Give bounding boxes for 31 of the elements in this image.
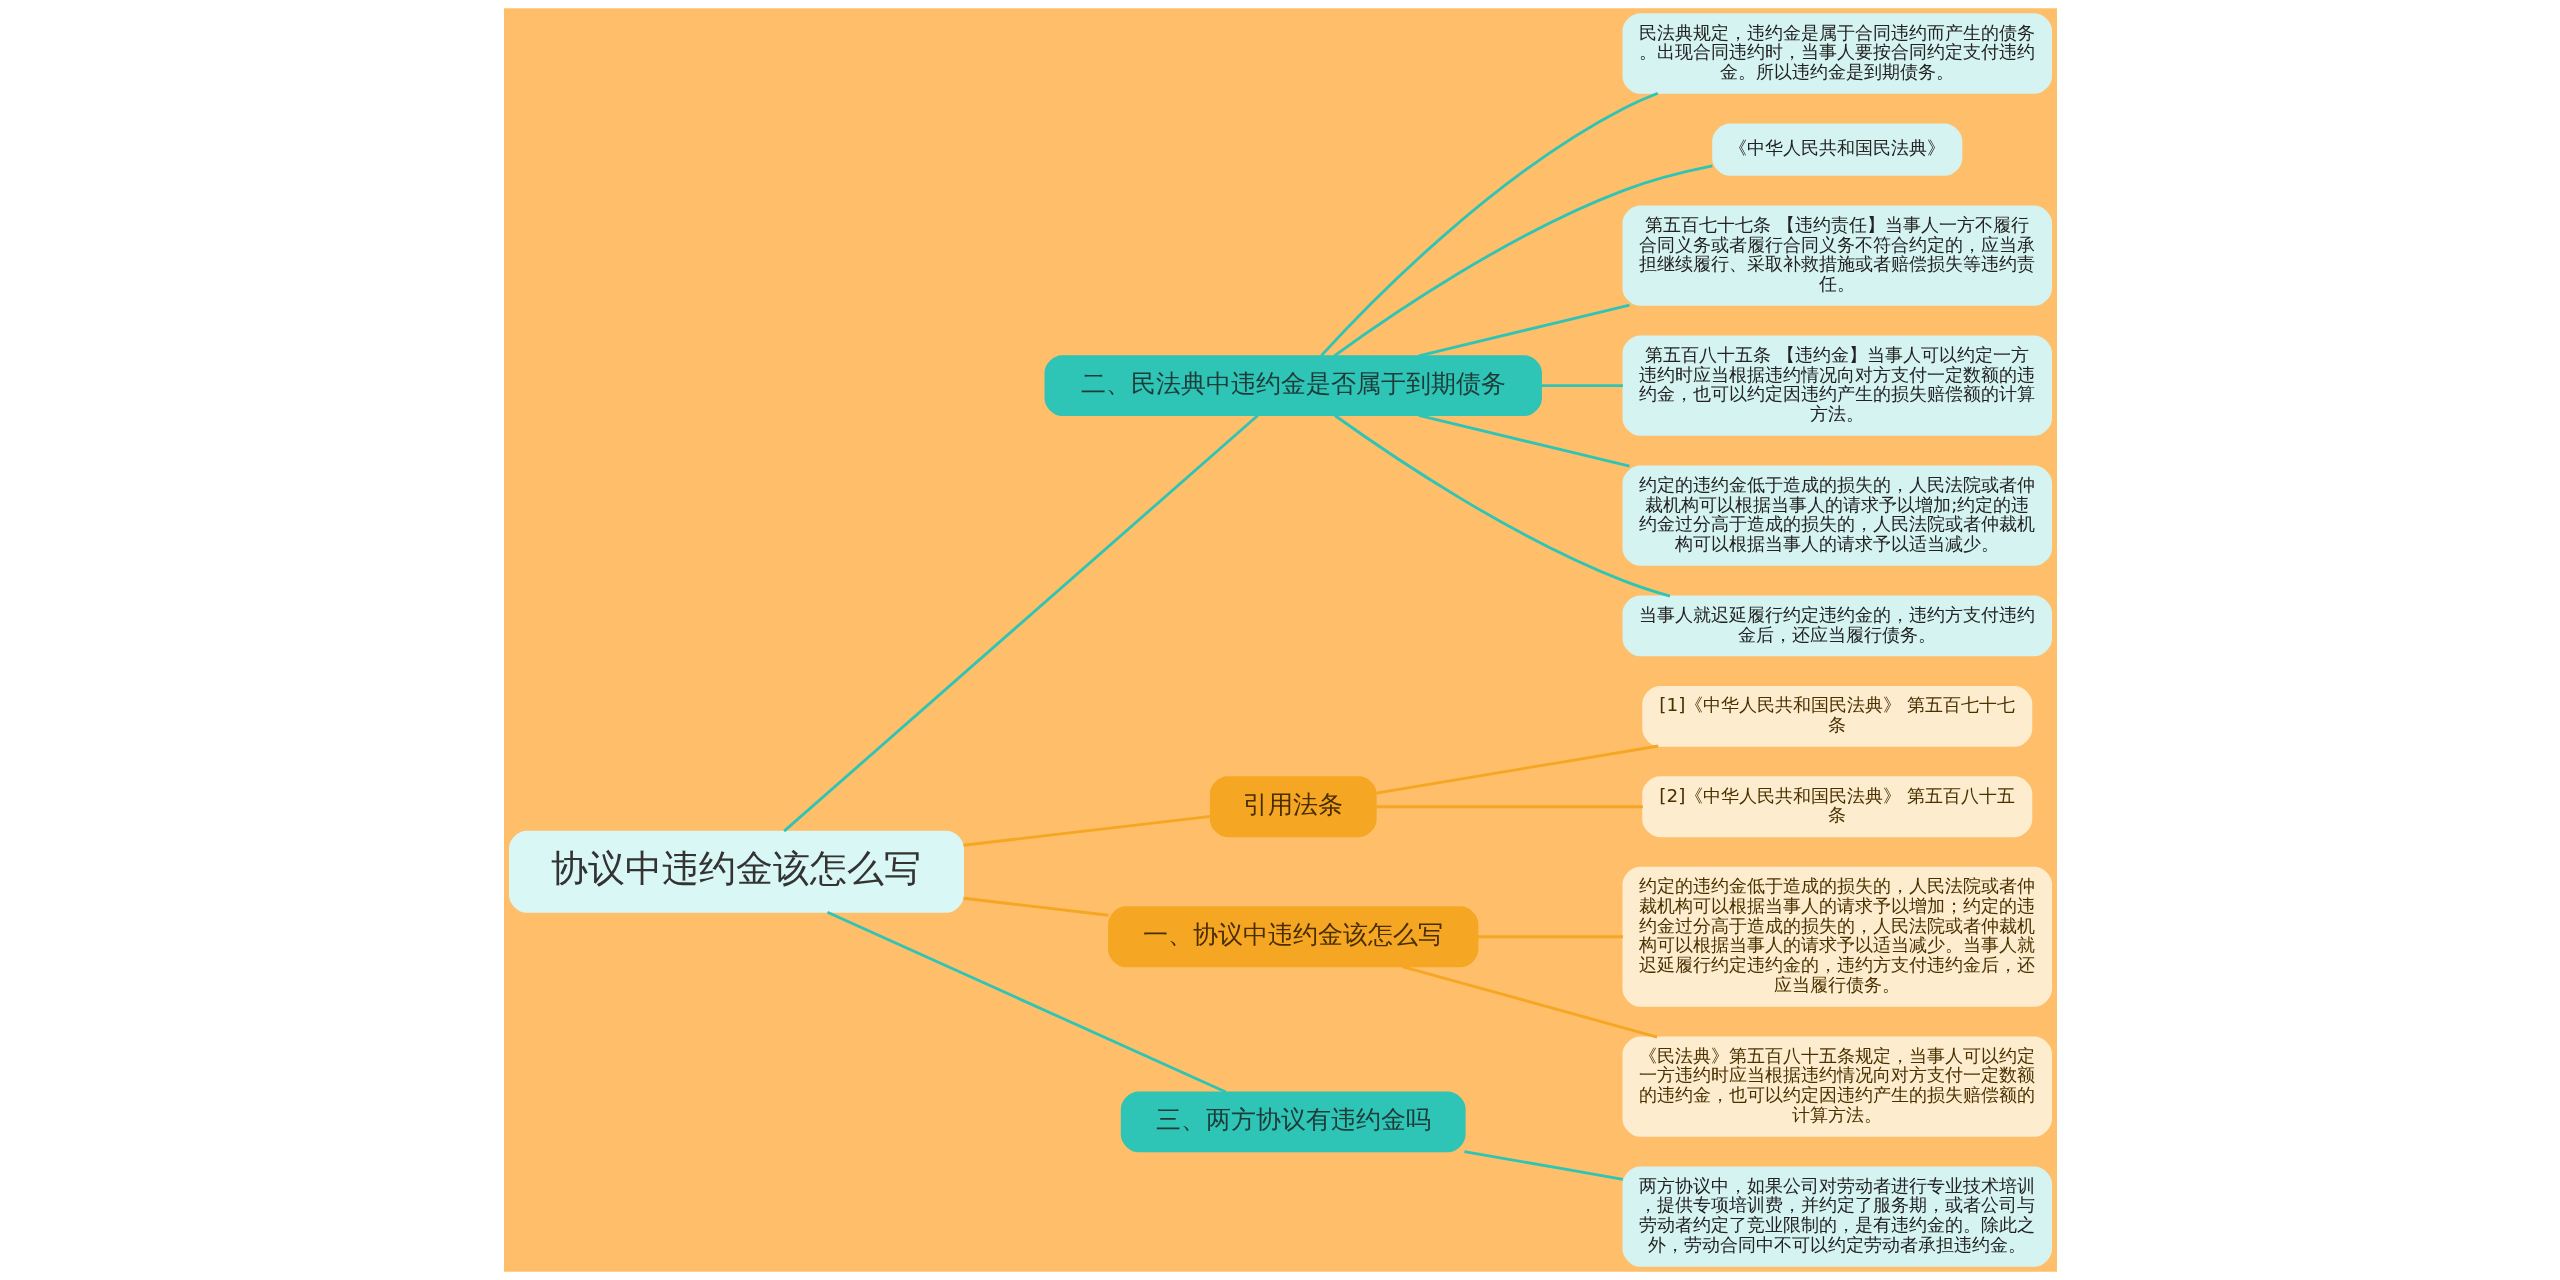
node-box: 二、民法典中违约金是否属于到期债务 xyxy=(1044,355,1542,417)
connector xyxy=(1333,414,1670,598)
node-box: [1]《中华人民共和国民法典》 第五百七十七条 xyxy=(1641,685,2032,747)
node-box: 引用法条 xyxy=(1209,776,1377,838)
connector xyxy=(1401,965,1657,1039)
node-box: 《民法典》第五百八十五条规定，当事人可以约定一方违约时应当根据违约情况向对方支付一定数额的违约金，也可以约定因违约产生的损失赔偿额的计算方法。 xyxy=(1621,1036,2052,1137)
node-box: 民法典规定，违约金是属于合同违约而产生的债务。出现合同违约时，当事人要按合同约定支付违约金。所以违约金是到期债务。 xyxy=(1621,13,2052,94)
connector xyxy=(962,896,1109,917)
node-box: 《中华人民共和国民法典》 xyxy=(1711,123,1962,176)
connector xyxy=(1417,414,1630,468)
connector xyxy=(1463,1150,1623,1181)
connector xyxy=(1375,744,1658,795)
connector xyxy=(826,910,1226,1094)
node-box: 协议中违约金该怎么写 xyxy=(508,830,964,913)
connector xyxy=(962,814,1211,847)
connector xyxy=(1319,91,1658,357)
node-box: 一、协议中违约金该怎么写 xyxy=(1107,906,1478,968)
node-box: [2]《中华人民共和国民法典》 第五百八十五条 xyxy=(1641,776,2032,838)
connector xyxy=(1541,384,1623,388)
connector xyxy=(1375,805,1643,809)
node-box: 第五百七十七条 【违约责任】当事人一方不履行合同义务或者履行合同义务不符合约定的，应当承担继续履行、采取补救措施或者赔偿损失等违约责任。 xyxy=(1621,205,2052,306)
connector xyxy=(1332,164,1713,357)
node-box: 第五百八十五条 【违约金】当事人可以约定一方违约时应当根据违约情况向对方支付一定数额的违约金，也可以约定因违约产生的损失赔偿额的计算方法。 xyxy=(1621,335,2052,436)
connector xyxy=(1477,935,1623,939)
node-box: 三、两方协议有违约金吗 xyxy=(1120,1091,1466,1153)
node-box: 两方协议中，如果公司对劳动者进行专业技术培训，提供专项培训费，并约定了服务期，或者公司与劳动者约定了竞业限制的，是有违约金的。除此之外，劳动合同中不可以约定劳动者承担违约金。 xyxy=(1621,1166,2052,1267)
connector xyxy=(782,414,1259,833)
node-box: 约定的违约金低于造成的损失的，人民法院或者仲裁机构可以根据当事人的请求予以增加;约定的违约金过分高于造成的损失的，人民法院或者仲裁机构可以根据当事人的请求予以适当减少。 xyxy=(1621,465,2052,566)
node-box: 约定的违约金低于造成的损失的，人民法院或者仲裁机构可以根据当事人的请求予以增加；约定的违约金过分高于造成的损失的，人民法院或者仲裁机构可以根据当事人的请求予以适当减少。当事人就迟延履行约定违约金的，违约方支付违约金后，还应当履行债务。 xyxy=(1621,866,2052,1007)
node-box: 当事人就迟延履行约定违约金的，违约方支付违约金后，还应当履行债务。 xyxy=(1621,595,2052,657)
connector xyxy=(1417,303,1630,358)
